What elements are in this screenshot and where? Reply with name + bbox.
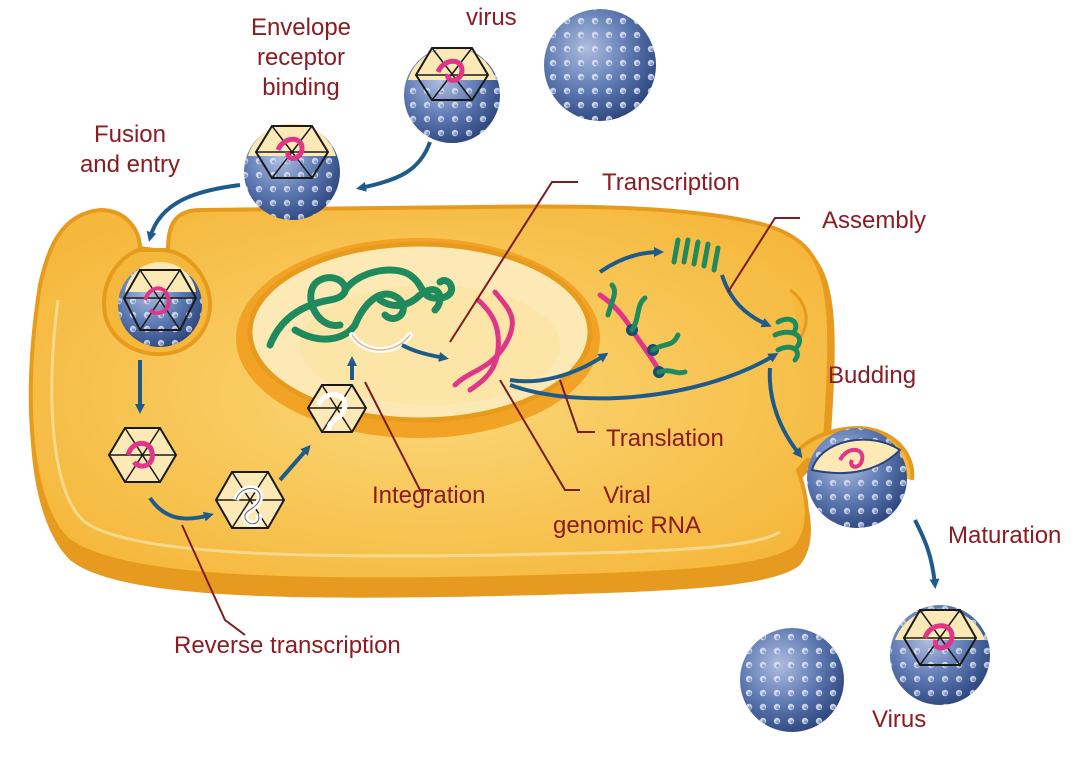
label-envelope-line1: Envelope [250, 14, 352, 41]
flow-arrows [135, 141, 940, 589]
uncoated-capsid [107, 427, 178, 483]
virus-free-top [544, 9, 656, 121]
label-integration: Integration [372, 482, 486, 509]
virus-fusion-entry [244, 123, 340, 220]
arrow-rt-to-pic [278, 444, 311, 482]
label-envelope-line2: receptor [256, 44, 346, 71]
arrow-capsid-to-rt [148, 496, 214, 522]
assembly-proteins [671, 237, 721, 273]
polysome [597, 282, 688, 378]
label-viral-line1: Viral [603, 482, 651, 509]
arrow-rna-to-polysome [509, 352, 609, 384]
virus-free-bottom [740, 628, 844, 732]
arrow-assembly-to-bud [720, 274, 772, 328]
arrow-rna-to-budding [509, 352, 779, 401]
label-fusion-line1: Fusion [93, 121, 167, 148]
arrow-fusion-to-pocket [146, 183, 241, 242]
nucleus [236, 238, 600, 438]
arrow-bud-to-budding [767, 367, 803, 459]
preintegration-complex [306, 384, 368, 433]
label-transcription: Transcription [602, 169, 740, 196]
label-fusion-line2: and entry [79, 151, 181, 178]
host-dna [266, 266, 455, 349]
budding-assembly [772, 316, 802, 363]
budding-virion [793, 425, 915, 528]
arrow-binding-to-fusion [356, 141, 432, 192]
viral-genomic-rna [452, 289, 515, 393]
label-reverse-transcription: Reverse transcription [174, 632, 401, 659]
label-assembly: Assembly [822, 207, 927, 234]
arrow-provirus-to-rna [401, 343, 449, 362]
label-virus-bottom: Virus [872, 706, 927, 733]
label-envelope-receptor-binding: Envelope receptor binding [236, 13, 366, 103]
leader-lines [181, 181, 800, 636]
capsid-reverse-transcribed [214, 471, 286, 529]
virus-mature [890, 605, 990, 705]
label-budding: Budding [828, 362, 917, 389]
arrow-maturation [913, 519, 940, 589]
label-envelope-line3: binding [262, 74, 340, 101]
label-translation: Translation [606, 425, 724, 452]
label-fusion-and-entry: Fusion and entry [70, 120, 190, 180]
label-maturation: Maturation [948, 522, 1062, 549]
label-viral-line2: genomic RNA [552, 512, 702, 539]
arrow-polysome-to-assembly [598, 247, 664, 274]
endocytic-vesicle [102, 248, 212, 357]
label-virus-top: virus [466, 4, 517, 31]
label-viral-genomic-rna: Viral genomic RNA [552, 481, 702, 541]
virus-envelope-binding [404, 47, 500, 143]
